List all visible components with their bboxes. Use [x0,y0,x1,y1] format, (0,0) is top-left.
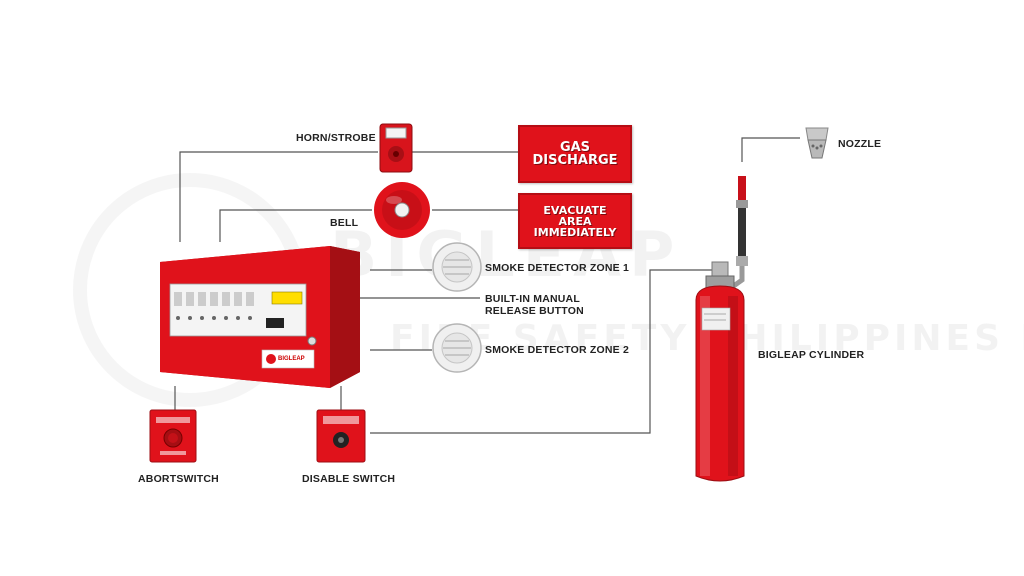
label-bell: BELL [330,217,359,229]
label-smoke-detector-zone-1: SMOKE DETECTOR ZONE 1 [485,262,630,274]
control-panel-icon [160,246,360,388]
discharge-hose-icon [726,176,748,293]
smoke-detector-zone-1-icon [432,242,482,292]
label-abort-switch: ABORTSWITCH [138,473,219,485]
label-disable-switch: DISABLE SWITCH [302,473,396,485]
gas-discharge-text: GAS DISCHARGE [532,140,618,168]
gas-discharge-sign: GAS DISCHARGE [518,125,632,183]
evacuate-text: EVACUATE AREA IMMEDIATELY [533,203,617,239]
label-nozzle: NOZZLE [838,138,882,150]
nozzle-icon [805,127,829,159]
line-panel-bell [219,209,372,242]
label-horn-strobe: HORN/STROBE [296,132,376,144]
line-disable-cylinder [370,269,718,434]
horn-strobe-icon [379,123,413,173]
evacuate-sign: EVACUATE AREA IMMEDIATELY [518,193,632,249]
bell-icon [374,182,430,238]
label-manual-release-1: BUILT-IN MANUAL [485,293,580,305]
disable-switch-icon [316,409,366,463]
line-panel-horn [179,151,378,242]
line-nozzle [741,137,800,162]
label-manual-release-2: RELEASE BUTTON [485,305,584,317]
abort-switch-icon [149,409,197,463]
label-smoke-detector-zone-2: SMOKE DETECTOR ZONE 2 [485,344,630,356]
label-bigleap-cylinder: BIGLEAP CYLINDER [758,349,865,361]
smoke-detector-zone-2-icon [432,323,482,373]
bigleap-cylinder-icon [695,261,745,482]
panel-brand-label: BIGLEAP [278,356,305,362]
